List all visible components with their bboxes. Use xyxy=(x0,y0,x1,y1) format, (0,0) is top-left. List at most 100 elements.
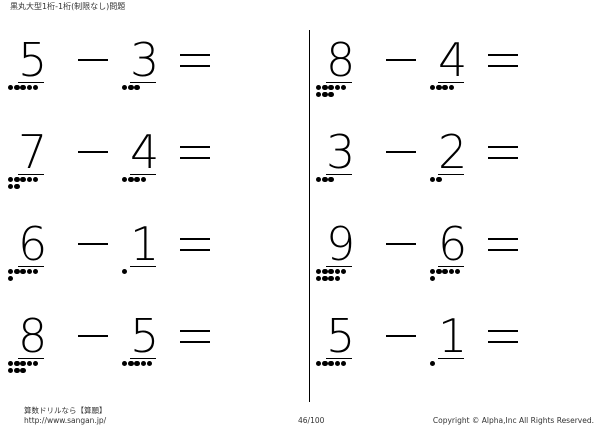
counting-dot xyxy=(26,85,32,91)
counting-dot xyxy=(436,269,442,275)
counting-dots xyxy=(8,361,60,375)
counting-dot xyxy=(436,85,442,91)
counting-dot xyxy=(436,177,442,183)
counting-dot xyxy=(448,269,454,275)
counting-dot xyxy=(328,85,334,91)
counting-dot xyxy=(448,85,454,91)
subtrahend-underline xyxy=(130,82,156,84)
counting-dot xyxy=(430,85,436,91)
counting-dot xyxy=(316,91,322,98)
counting-dots xyxy=(316,85,368,99)
equals-sign xyxy=(180,236,212,252)
counting-dot xyxy=(340,85,347,91)
counting-dot xyxy=(20,177,26,183)
equals-sign xyxy=(488,328,520,344)
counting-dot xyxy=(322,91,328,98)
footer-brand: 算数ドリルなら【算願】 xyxy=(24,406,107,415)
counting-dot xyxy=(334,361,340,367)
counting-dot xyxy=(122,177,128,183)
counting-dots xyxy=(316,177,368,184)
counting-dot xyxy=(134,361,140,367)
equals-sign xyxy=(180,328,212,344)
counting-dot xyxy=(430,275,436,282)
counting-dot xyxy=(8,269,14,275)
counting-dots xyxy=(122,269,174,276)
minus-sign xyxy=(386,243,416,245)
minuend-underline xyxy=(326,358,352,360)
counting-dot xyxy=(14,269,20,275)
subtrahend: 5 xyxy=(130,309,160,363)
counting-dot xyxy=(14,361,20,367)
counting-dot xyxy=(26,269,32,275)
page-number: 46/100 xyxy=(298,416,325,425)
minus-sign xyxy=(386,151,416,153)
counting-dot xyxy=(430,361,436,367)
minus-sign xyxy=(386,59,416,61)
subtrahend: 6 xyxy=(438,217,468,271)
counting-dot xyxy=(8,177,14,183)
worksheet-title: 黒丸大型1桁-1桁(制限なし)問題 xyxy=(10,2,126,11)
column-divider xyxy=(309,30,310,402)
counting-dot xyxy=(122,269,128,275)
counting-dot xyxy=(122,85,128,91)
counting-dots xyxy=(122,177,174,184)
minus-sign xyxy=(78,59,108,61)
counting-dots xyxy=(122,85,174,92)
counting-dot xyxy=(334,269,340,275)
counting-dots xyxy=(8,177,60,191)
counting-dot xyxy=(8,275,14,282)
minuend: 5 xyxy=(18,33,48,87)
counting-dot xyxy=(316,361,322,367)
equals-sign xyxy=(180,52,212,68)
minuend: 9 xyxy=(326,217,356,271)
counting-dots xyxy=(122,361,174,368)
counting-dot xyxy=(32,177,39,183)
counting-dot xyxy=(20,85,26,91)
counting-dot xyxy=(8,367,14,374)
counting-dot xyxy=(454,269,461,275)
counting-dot xyxy=(20,361,26,367)
subtrahend: 4 xyxy=(130,125,160,179)
counting-dot xyxy=(32,269,39,275)
minus-sign xyxy=(386,335,416,337)
counting-dot xyxy=(122,361,128,367)
subtrahend-underline xyxy=(130,174,156,176)
minuend: 6 xyxy=(18,217,48,271)
counting-dot xyxy=(334,275,340,282)
minuend-underline xyxy=(18,82,44,84)
counting-dot xyxy=(14,177,20,183)
counting-dots xyxy=(316,361,368,368)
minuend-underline xyxy=(18,358,44,360)
counting-dot xyxy=(340,269,347,275)
counting-dot xyxy=(134,85,140,91)
counting-dot xyxy=(430,177,436,183)
counting-dot xyxy=(128,361,134,367)
equals-sign xyxy=(180,144,212,160)
counting-dots xyxy=(8,269,60,283)
counting-dot xyxy=(140,177,146,183)
counting-dot xyxy=(328,177,334,183)
footer-url[interactable]: http://www.sangan.jp/ xyxy=(24,416,107,425)
counting-dots xyxy=(316,269,368,283)
counting-dot xyxy=(26,177,32,183)
counting-dot xyxy=(328,91,334,98)
subtrahend: 3 xyxy=(130,33,160,87)
minuend-underline xyxy=(326,174,352,176)
minuend-underline xyxy=(18,174,44,176)
minuend: 5 xyxy=(326,309,356,363)
counting-dots xyxy=(8,85,60,92)
counting-dot xyxy=(20,367,26,374)
subtrahend: 4 xyxy=(438,33,468,87)
counting-dot xyxy=(128,177,134,183)
counting-dot xyxy=(8,361,14,367)
counting-dots xyxy=(430,361,482,368)
counting-dot xyxy=(8,183,14,190)
equals-sign xyxy=(488,52,520,68)
counting-dot xyxy=(8,85,14,91)
counting-dot xyxy=(340,361,347,367)
